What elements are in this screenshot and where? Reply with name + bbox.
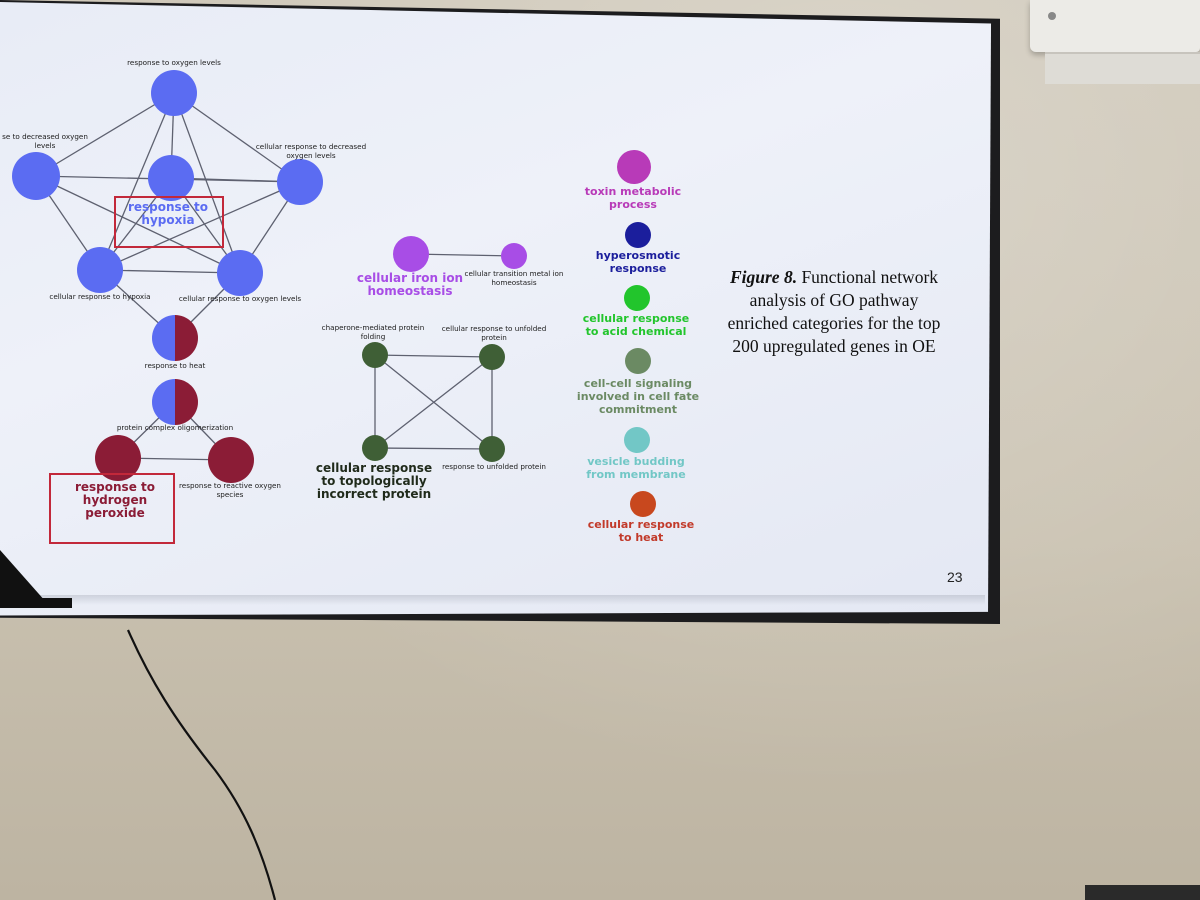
label-protein-complex: protein complex oligomerization — [116, 423, 234, 432]
label-hydrogen-peroxide: response to hydrogen peroxide — [74, 480, 155, 520]
node-vesicle — [624, 427, 650, 453]
node-acid — [624, 285, 650, 311]
node-decreased-oxygen-levels — [12, 152, 60, 200]
air-conditioner-vent — [1045, 52, 1200, 84]
label-reactive-oxygen: response to reactive oxygen species — [178, 481, 281, 499]
node-protein-complex — [152, 379, 198, 425]
node-topologically — [362, 435, 388, 461]
network-edges — [12, 70, 656, 517]
tv-screen: response to oxygen levels se to decrease… — [0, 2, 992, 616]
figure-caption-label: Figure 8. — [729, 267, 798, 287]
node-iron-ion — [393, 236, 429, 272]
node-hydrogen-peroxide — [95, 435, 141, 481]
slide-bottom-shadow — [0, 595, 985, 605]
label-response-heat: response to heat — [144, 361, 206, 370]
label-response-hypoxia: response to hypoxia — [127, 200, 208, 227]
label-cellular-hypoxia: cellular response to hypoxia — [49, 292, 151, 301]
label-transition-metal: cellular transition metal ion homeostasi… — [464, 269, 564, 287]
node-cell-signaling — [625, 348, 651, 374]
node-response-oxygen-levels — [151, 70, 197, 116]
label-unfolded-cellular: cellular response to unfolded protein — [441, 324, 547, 342]
node-chaperone — [362, 342, 388, 368]
node-response-hypoxia — [148, 155, 194, 201]
label-iron-ion: cellular iron ion homeostasis — [356, 271, 464, 298]
label-cellular-decreased-oxygen: cellular response to decreased oxygen le… — [255, 142, 367, 160]
label-cell-signaling: cell-cell signaling involved in cell fat… — [576, 377, 700, 416]
label-unfolded: response to unfolded protein — [442, 462, 546, 471]
label-toxin: toxin metabolic process — [584, 185, 682, 211]
label-cellular-heat: cellular response to heat — [587, 518, 695, 544]
slide-corner-bar — [0, 598, 72, 608]
highlight-box-hydrogen-peroxide — [49, 473, 175, 544]
desk-object — [1085, 885, 1200, 900]
label-topologically: cellular response to topologically incor… — [315, 461, 433, 501]
air-conditioner — [1030, 0, 1200, 52]
label-chaperone: chaperone-mediated protein folding — [321, 323, 425, 341]
label-hyperosmotic: hyperosmotic response — [595, 249, 681, 275]
node-cellular-heat — [630, 491, 656, 517]
node-cellular-oxygen-levels — [217, 250, 263, 296]
node-unfolded — [479, 436, 505, 462]
node-cellular-hypoxia — [77, 247, 123, 293]
label-acid: cellular response to acid chemical — [582, 312, 690, 338]
label-vesicle: vesicle budding from membrane — [586, 455, 686, 481]
node-unfolded-cellular — [479, 344, 505, 370]
figure-caption-text: Functional network analysis of GO pathwa… — [727, 267, 941, 356]
slide-corner-decoration — [0, 550, 46, 602]
node-cellular-decreased-oxygen — [277, 159, 323, 205]
label-decreased-oxygen-levels: se to decreased oxygen levels — [2, 132, 88, 150]
label-cellular-oxygen-levels: cellular response to oxygen levels — [178, 294, 302, 303]
presentation-slide: response to oxygen levels se to decrease… — [0, 2, 990, 608]
node-transition-metal — [501, 243, 527, 269]
node-hyperosmotic — [625, 222, 651, 248]
node-response-heat — [152, 315, 198, 361]
label-response-oxygen-levels: response to oxygen levels — [127, 58, 221, 67]
highlight-box-hypoxia — [114, 196, 224, 248]
node-reactive-oxygen — [208, 437, 254, 483]
page-number: 23 — [947, 569, 963, 585]
figure-caption: Figure 8. Functional network analysis of… — [718, 266, 950, 358]
node-toxin — [617, 150, 651, 184]
